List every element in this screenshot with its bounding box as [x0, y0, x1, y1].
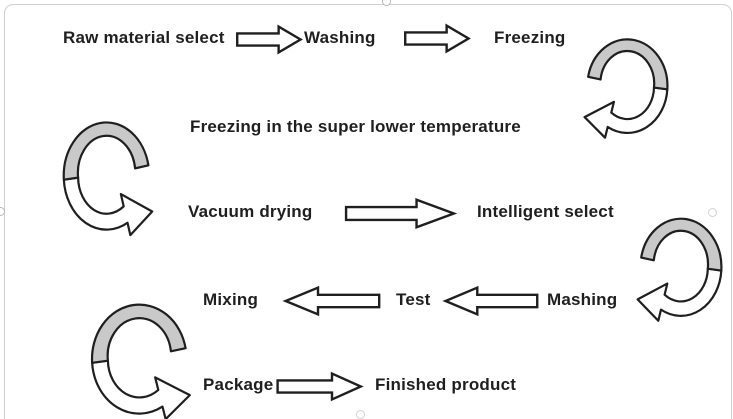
resize-handle-left[interactable] [0, 207, 5, 216]
right-arrow-icon [236, 24, 303, 55]
step-freezing-super-lower-temperature: Freezing in the super lower temperature [190, 117, 521, 136]
curved-down-right-arrow-icon [89, 296, 194, 419]
step-raw-material-select: Raw material select [63, 28, 225, 47]
step-test: Test [396, 290, 431, 309]
left-arrow-icon [442, 285, 539, 317]
left-arrow-icon [282, 285, 381, 317]
right-arrow-icon [276, 371, 364, 402]
resize-handle-right[interactable] [708, 208, 717, 217]
curved-down-right-arrow-icon [61, 114, 156, 232]
step-vacuum-drying: Vacuum drying [188, 202, 313, 221]
step-package: Package [203, 375, 274, 394]
curved-down-left-arrow-icon [581, 32, 670, 135]
step-mashing: Mashing [547, 290, 618, 309]
step-mixing: Mixing [203, 290, 259, 309]
right-arrow-icon [344, 197, 458, 230]
step-intelligent-select: Intelligent select [477, 202, 614, 221]
right-arrow-icon [404, 23, 471, 54]
resize-handle-top[interactable] [382, 0, 391, 6]
step-freezing: Freezing [494, 28, 566, 47]
curved-down-left-arrow-icon [634, 211, 724, 318]
step-finished-product: Finished product [375, 375, 517, 394]
step-washing: Washing [304, 28, 376, 47]
resize-handle-bottom[interactable] [356, 410, 365, 419]
